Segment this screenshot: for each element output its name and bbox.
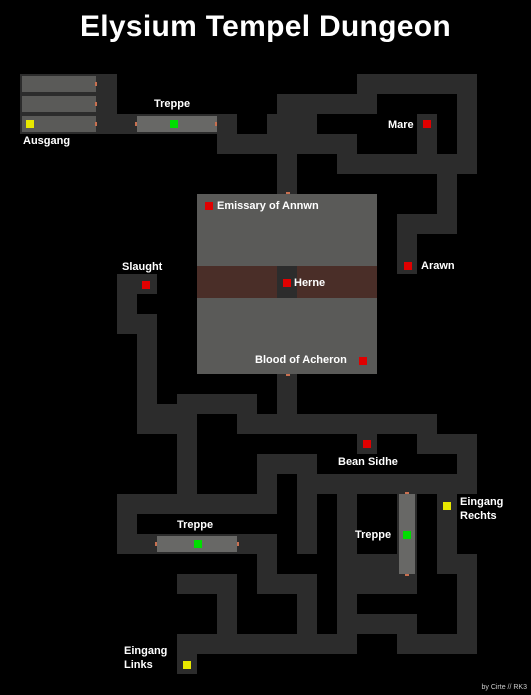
label-eingang-rechts-2: Rechts [460,510,497,522]
mare-marker[interactable] [423,120,431,128]
label-bean-sidhe: Bean Sidhe [338,456,398,468]
bean-sidhe-marker[interactable] [363,440,371,448]
label-eingang-links-1: Eingang [124,645,168,657]
label-treppe-top: Treppe [154,98,191,110]
door-markers [95,82,409,576]
treppe-top-marker[interactable] [170,120,178,128]
label-eingang-rechts-1: Eingang [460,496,504,508]
eingang-rechts-marker[interactable] [443,502,451,510]
label-eingang-links-2: Links [124,659,153,671]
label-treppe-right: Treppe [355,529,392,541]
label-emissary: Emissary of Annwn [217,200,319,212]
map-title: Elysium Tempel Dungeon [79,10,452,43]
room-top-left-2 [22,96,96,112]
treppe-right-marker[interactable] [403,531,411,539]
herne-marker[interactable] [283,279,291,287]
treppe-left-marker[interactable] [194,540,202,548]
emissary-marker[interactable] [205,202,213,210]
room-top-left-1 [22,76,96,92]
slaught-marker[interactable] [142,281,150,289]
corridors [20,74,477,674]
credit: by Cirte // RK3 [481,684,527,691]
blood-marker[interactable] [359,357,367,365]
label-herne: Herne [294,277,326,289]
arawn-marker[interactable] [404,262,412,270]
eingang-links-marker[interactable] [183,661,191,669]
label-ausgang: Ausgang [23,135,71,147]
ausgang-marker[interactable] [26,120,34,128]
label-treppe-left: Treppe [177,519,214,531]
room-top-left-3 [22,116,96,132]
label-blood: Blood of Acheron [255,354,347,366]
label-arawn: Arawn [421,260,455,272]
label-slaught: Slaught [122,261,163,273]
label-mare: Mare [388,119,414,131]
